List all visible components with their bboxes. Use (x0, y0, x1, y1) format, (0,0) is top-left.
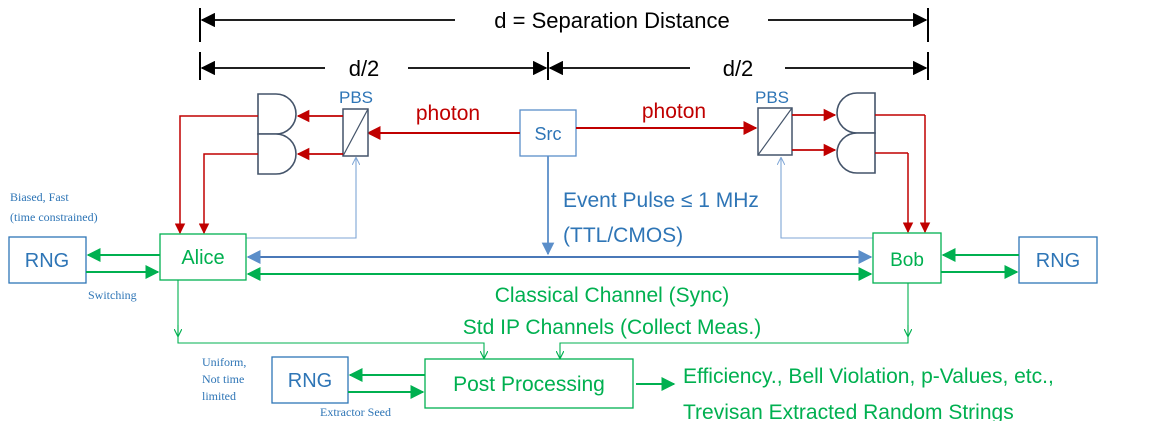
detector-right-top (836, 92, 876, 134)
source-box (519, 109, 577, 157)
photon-right-label: photon (642, 100, 706, 123)
bob-label: Bob (890, 250, 924, 271)
switching-label: Switching (88, 288, 137, 302)
detector-right-bottom (836, 132, 876, 174)
half-distance-right-label: d/2 (723, 56, 754, 81)
post-processing-box (424, 358, 634, 409)
half-distance-dimension: d/2 d/2 (199, 52, 929, 81)
post-processing-label: Post Processing (453, 373, 605, 396)
alice-rng-note-line1: Biased, Fast (10, 190, 69, 204)
pbs-left (342, 108, 369, 157)
pbs-left-label: PBS (339, 88, 373, 107)
source-label: Src (535, 124, 562, 144)
rng-bob-label: RNG (1036, 250, 1080, 272)
pbs-right-label: PBS (755, 88, 789, 107)
bob-collection-line (560, 283, 909, 358)
bob-box (872, 232, 942, 284)
event-pulse-format-label: (TTL/CMOS) (563, 224, 683, 247)
detector-left-bottom (257, 133, 297, 175)
extractor-seed-label: Extractor Seed (320, 405, 391, 419)
separation-distance-label: d = Separation Distance (494, 8, 729, 33)
alice-collection-line (177, 280, 484, 358)
rng-post-label: RNG (288, 370, 332, 392)
bob-to-pbs-right-control (781, 158, 873, 239)
alice-box (159, 233, 247, 281)
detector-left-top (257, 93, 297, 135)
detector-left-bottom-to-alice (198, 153, 258, 235)
pbs-right (757, 107, 793, 156)
alice-label: Alice (181, 247, 224, 269)
rng-alice-label: RNG (25, 250, 69, 272)
rng-alice-box (8, 236, 87, 284)
output-results-label: Efficiency., Bell Violation, p-Values, e… (683, 365, 1054, 388)
uniform-note-line2: Not time (202, 372, 244, 386)
half-distance-left-label: d/2 (349, 56, 380, 81)
rng-bob-box (1018, 236, 1098, 284)
rng-post-box (271, 356, 349, 404)
photon-left-label: photon (416, 102, 480, 125)
output-strings-label: Trevisan Extracted Random Strings (683, 401, 1014, 421)
std-ip-channels-label: Std IP Channels (Collect Meas.) (463, 316, 761, 339)
classical-channel-label: Classical Channel (Sync) (495, 284, 730, 307)
alice-to-pbs-left-control (246, 158, 356, 239)
event-pulse-label: Event Pulse ≤ 1 MHz (563, 189, 759, 212)
uniform-note-line1: Uniform, (202, 355, 246, 369)
separation-dimension: d = Separation Distance (199, 8, 929, 42)
detector-left-top-to-alice (174, 115, 258, 235)
uniform-note-line3: limited (202, 389, 236, 403)
alice-rng-note-line2: (time constrained) (10, 210, 98, 224)
